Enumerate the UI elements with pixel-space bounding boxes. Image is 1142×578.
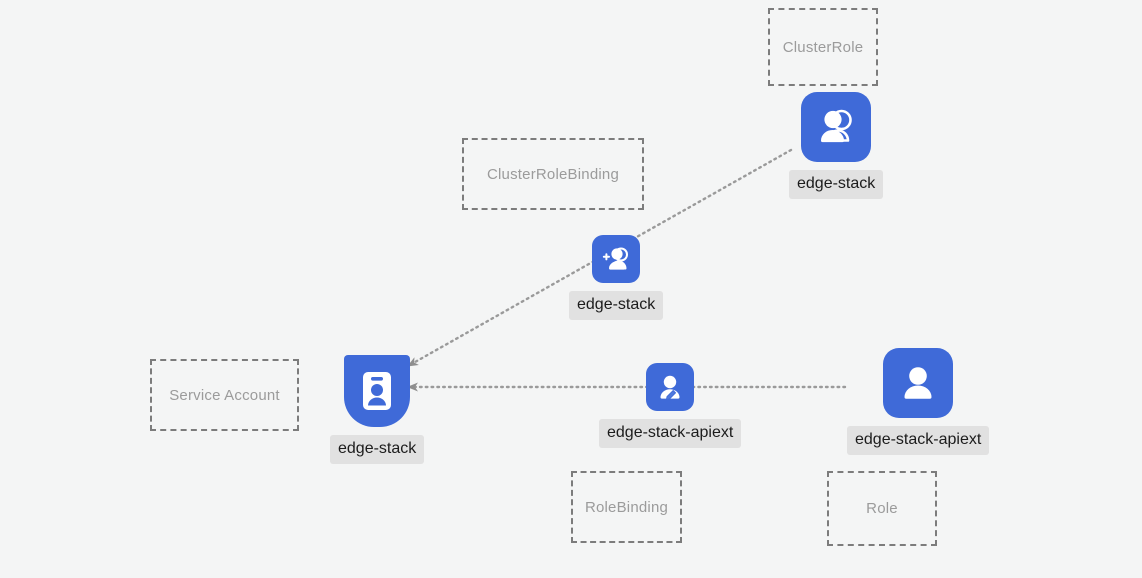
group-users-icon <box>814 105 858 149</box>
node-label-role-binding: edge-stack-apiext <box>599 419 742 448</box>
node-label-cluster-role: edge-stack <box>789 170 884 199</box>
group-box-service-account[interactable]: Service Account <box>150 359 299 431</box>
group-label-service-account: Service Account <box>169 386 280 404</box>
node-role-binding[interactable]: edge-stack-apiext <box>599 363 742 448</box>
node-cluster-role-binding[interactable]: edge-stack <box>569 235 664 320</box>
role-binding-icon-tile[interactable] <box>646 363 695 411</box>
node-label-role: edge-stack-apiext <box>847 426 990 455</box>
node-role[interactable]: edge-stack-apiext <box>847 348 990 455</box>
group-box-cluster-role-binding[interactable]: ClusterRoleBinding <box>462 138 644 210</box>
service-account-icon-tile[interactable] <box>344 355 411 427</box>
role-icon-tile[interactable] <box>883 348 954 418</box>
group-box-cluster-role[interactable]: ClusterRole <box>768 8 878 86</box>
group-label-role-binding: RoleBinding <box>584 498 669 516</box>
cluster-role-icon-tile[interactable] <box>801 92 872 162</box>
node-cluster-role[interactable]: edge-stack <box>789 92 884 199</box>
node-label-service-account: edge-stack <box>330 435 425 464</box>
add-user-icon <box>600 243 632 275</box>
node-label-cluster-role-binding: edge-stack <box>569 291 664 320</box>
group-box-role[interactable]: Role <box>827 471 937 546</box>
id-badge-icon <box>357 367 397 415</box>
node-service-account[interactable]: edge-stack <box>330 355 425 464</box>
group-box-role-binding[interactable]: RoleBinding <box>571 471 682 543</box>
group-label-role: Role <box>866 500 898 517</box>
group-label-cluster-role: ClusterRole <box>782 38 864 56</box>
cluster-role-binding-icon-tile[interactable] <box>592 235 641 283</box>
user-icon <box>896 361 940 405</box>
user-edit-icon <box>654 371 686 403</box>
group-label-cluster-role-binding: ClusterRoleBinding <box>486 165 619 183</box>
